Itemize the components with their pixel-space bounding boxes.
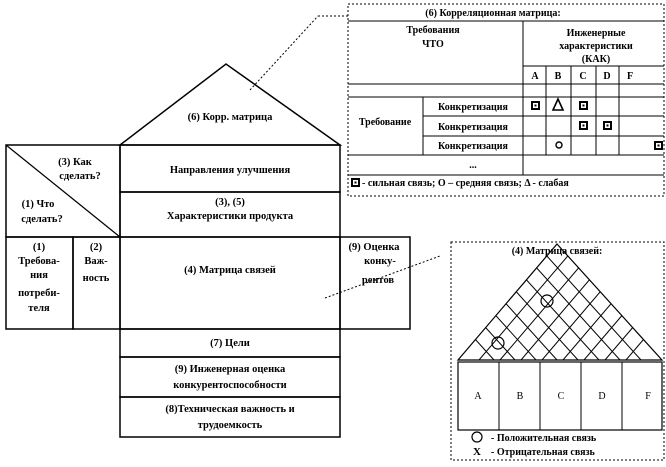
relation-matrix-box xyxy=(119,236,341,330)
competitor-line2: конку- xyxy=(364,256,396,267)
what-label-line2: сделать? xyxy=(21,214,62,225)
consumer-req-line1: (1) xyxy=(33,242,46,253)
competitor-evaluation-box xyxy=(339,236,411,330)
consumer-req-line3: ния xyxy=(30,270,48,281)
corr-roof-label: (6) Корр. матрица xyxy=(188,112,273,123)
competitor-line1: (9) Оценка xyxy=(349,242,401,253)
house-of-quality xyxy=(5,63,411,438)
relation-detail-title: (4) Матрица связей: xyxy=(512,246,603,257)
corr-req-what-line1: Требования xyxy=(406,25,460,36)
what-label-line1: (1) Что xyxy=(22,199,55,210)
corr-col-c: C xyxy=(579,71,586,82)
strong-link-icon xyxy=(579,121,588,130)
tech-line2: трудоемкость xyxy=(198,420,263,431)
strong-link-icon xyxy=(603,121,612,130)
leader-line-correlation xyxy=(249,15,319,91)
importance-line1: (2) xyxy=(90,242,103,253)
relation-col-f: F xyxy=(645,391,651,402)
legend-negative-mark: X xyxy=(473,446,481,458)
strong-link-icon xyxy=(531,101,540,110)
competitor-line3: рентов xyxy=(362,275,395,286)
legend-strong-link-icon xyxy=(351,178,360,187)
corr-row-3: Конкретизация xyxy=(438,141,508,152)
strong-link-icon xyxy=(579,101,588,110)
corr-col-a: A xyxy=(531,71,539,82)
importance-line3: ность xyxy=(83,273,110,284)
legend-negative-label: - Отрицательная связь xyxy=(491,447,596,458)
medium-link-icon xyxy=(555,141,563,149)
leader-line-relation xyxy=(324,255,441,299)
corr-row-dots: ... xyxy=(469,160,477,171)
corr-detail-title: (6) Корреляционная матрица: xyxy=(425,8,560,19)
how-label-line2: сделать? xyxy=(59,171,100,182)
tech-line1: (8)Техническая важность и xyxy=(165,404,294,415)
legend-positive-label: - Положительная связь xyxy=(491,433,597,444)
corr-eng-line1: Инженерные xyxy=(567,28,626,39)
corr-detail-border xyxy=(347,3,665,197)
how-label-line1: (3) Как xyxy=(58,157,93,168)
corr-col-d: D xyxy=(603,71,610,82)
corr-row-2: Конкретизация xyxy=(438,122,508,133)
relation-roof-triangle xyxy=(456,243,664,361)
corr-symbols xyxy=(351,97,663,187)
legend-positive-icon xyxy=(471,431,483,443)
weak-link-icon xyxy=(551,97,565,111)
consumer-req-line2: Требова- xyxy=(18,256,60,267)
corr-req-what-line2: ЧТО xyxy=(422,39,444,50)
strong-link-icon xyxy=(654,141,663,150)
technical-importance-box xyxy=(119,396,341,438)
positive-link-icon xyxy=(540,294,554,308)
relation-col-c: C xyxy=(558,391,565,402)
eng-eval-line1: (9) Инженерная оценка xyxy=(175,364,286,375)
relation-detail-border xyxy=(450,241,665,461)
how-what-diagonal xyxy=(5,144,121,238)
relation-col-b: B xyxy=(517,391,524,402)
positive-link-icon xyxy=(491,336,505,350)
corr-row-1: Конкретизация xyxy=(438,102,508,113)
eng-eval-line2: конкурентоспособности xyxy=(173,380,286,391)
corr-col-f: F xyxy=(627,71,633,82)
goals-label: (7) Цели xyxy=(210,338,250,349)
consumer-req-line4: потреби- xyxy=(18,288,60,299)
relation-matrix-label: (4) Матрица связей xyxy=(184,265,276,276)
characteristics-label-line1: (3), (5) xyxy=(215,197,245,208)
relation-col-a: A xyxy=(474,391,482,402)
relation-matrix-detail xyxy=(450,241,665,461)
engineering-evaluation-box xyxy=(119,356,341,398)
characteristics-label-line2: Характеристики продукта xyxy=(167,211,294,222)
relation-col-d: D xyxy=(598,391,605,402)
corr-eng-line3: (КАК) xyxy=(582,54,610,65)
corr-legend: - сильная связь; О – средняя связь; Δ - … xyxy=(362,178,569,189)
correlation-roof xyxy=(117,63,343,146)
corr-col-b: B xyxy=(555,71,562,82)
consumer-req-line5: теля xyxy=(28,303,50,314)
corr-eng-line2: характеристики xyxy=(559,41,633,52)
relation-columns-box xyxy=(457,361,663,431)
corr-row-group-label: Требование xyxy=(359,117,412,128)
importance-line2: Важ- xyxy=(84,256,108,267)
improvement-label: Направления улучшения xyxy=(170,165,291,176)
correlation-matrix-detail xyxy=(347,3,665,197)
